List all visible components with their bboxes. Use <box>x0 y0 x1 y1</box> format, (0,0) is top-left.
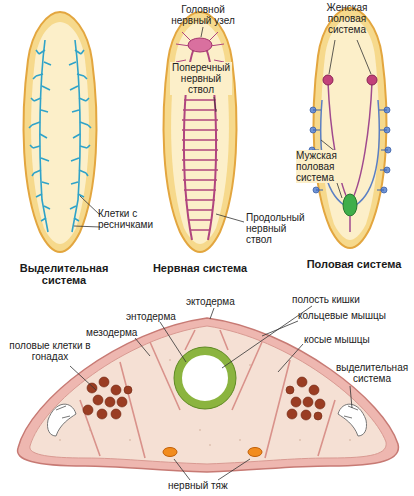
nervous-worm <box>164 12 237 252</box>
leader-lines <box>74 27 371 227</box>
gonad-label: половые клетки в гонадах <box>4 340 96 362</box>
figure-caption: Нервная система <box>145 262 255 274</box>
male-system-label: Мужская половая система <box>296 150 354 183</box>
transverse-nerve-label: Поперечный нервный ствол <box>170 62 232 95</box>
figure-caption: Выделительная система <box>0 262 128 286</box>
head-ganglion-label: Головной нервный узел <box>166 4 240 26</box>
muscle-label: кольцевые мышцы <box>298 310 410 321</box>
muscle-label: косые мышцы <box>304 334 394 345</box>
reproductive-worm <box>314 8 387 248</box>
section-leader-lines <box>70 306 352 480</box>
excretory-worm <box>24 12 97 252</box>
head-ganglion <box>188 38 212 52</box>
ciliated-cells-label: Клетки с ресничками <box>98 208 160 230</box>
excretory-label: выделительная система <box>332 362 412 384</box>
cavity-label: полость кишки <box>292 294 382 305</box>
layer-label: мезодерма <box>86 327 156 338</box>
layer-label: эктодерма <box>186 296 256 307</box>
layer-label: энтодерма <box>126 311 196 322</box>
female-system-label: Женская половая система <box>318 2 376 35</box>
longitudinal-nerve-label: Продольный нервный ствол <box>246 212 308 245</box>
nerve-cord-label: нервный тяж <box>168 480 248 491</box>
figure-caption: Половая система <box>306 258 402 270</box>
